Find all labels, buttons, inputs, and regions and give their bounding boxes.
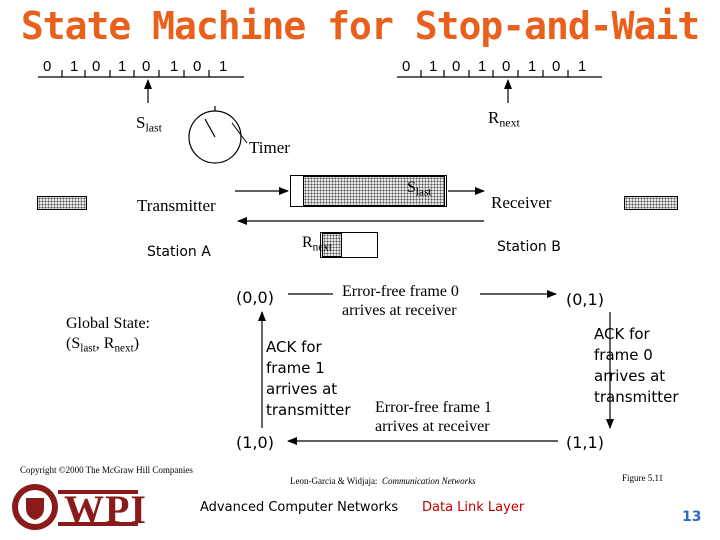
topic-title: Data Link Layer xyxy=(422,500,525,515)
seq-right-0: 0 xyxy=(402,58,411,75)
seq-left-2: 0 xyxy=(92,58,101,75)
seq-right-1: 1 xyxy=(429,58,438,75)
wpi-wordmark: WPI xyxy=(64,487,147,532)
state-0-0: (0,0) xyxy=(236,288,274,307)
transition-right-label: ACK for frame 0 arrives at transmitter xyxy=(594,325,679,406)
station-b-label: Station B xyxy=(497,239,561,255)
timer-icon xyxy=(188,106,248,164)
figure-label: Figure 5.11 xyxy=(622,473,664,483)
seq-right-4: 0 xyxy=(502,58,511,75)
r-next-window-label: Rnext xyxy=(302,234,332,254)
seq-right-2: 0 xyxy=(452,58,461,75)
transition-left-label: ACK for frame 1 arrives at transmitter xyxy=(266,338,351,419)
seq-left-7: 1 xyxy=(219,58,228,75)
seq-left-5: 1 xyxy=(170,58,179,75)
r-next-label: Rnext xyxy=(488,108,520,130)
s-last-window-label: Slast xyxy=(407,179,432,199)
transmitter-label: Transmitter xyxy=(137,196,216,215)
seq-left-4: 0 xyxy=(142,58,151,75)
seq-right-3: 1 xyxy=(478,58,487,75)
receiver-window-fill xyxy=(322,233,342,257)
state-1-1: (1,1) xyxy=(566,433,604,452)
state-1-0: (1,0) xyxy=(236,433,274,452)
seq-right-ticks xyxy=(420,70,569,77)
slide-title: State Machine for Stop-and-Wait xyxy=(20,4,700,48)
course-title: Advanced Computer Networks xyxy=(200,500,399,515)
seq-left-1: 1 xyxy=(70,58,79,75)
page-number: 13 xyxy=(682,509,702,525)
station-a-label: Station A xyxy=(147,244,211,260)
receiver-label: Receiver xyxy=(491,193,552,212)
wpi-seal-icon xyxy=(12,484,138,530)
seq-left-6: 0 xyxy=(193,58,202,75)
frame-block-right xyxy=(624,196,678,210)
copyright-text: Copyright ©2000 The McGraw Hill Companie… xyxy=(20,465,193,475)
seq-right-6: 0 xyxy=(552,58,561,75)
seq-right-7: 1 xyxy=(578,58,587,75)
seq-left-0: 0 xyxy=(43,58,52,75)
citation: Leon-Garcia & Widjaja: Communication Net… xyxy=(290,476,476,486)
wpi-logo: WPI xyxy=(10,482,146,532)
transmitter-window-fill xyxy=(303,176,445,206)
state-0-1: (0,1) xyxy=(566,290,604,309)
transition-top-label: Error-free frame 0 arrives at receiver xyxy=(342,283,459,319)
seq-left-3: 1 xyxy=(118,58,127,75)
timer-label: Timer xyxy=(249,138,290,157)
frame-block-left xyxy=(37,196,87,210)
seq-left-ticks xyxy=(61,70,210,77)
s-last-label: Slast xyxy=(136,113,162,135)
seq-right-5: 1 xyxy=(528,58,537,75)
transition-bottom-label: Error-free frame 1 arrives at receiver xyxy=(375,399,492,435)
global-state-label: Global State: (Slast, Rnext) xyxy=(66,315,150,355)
